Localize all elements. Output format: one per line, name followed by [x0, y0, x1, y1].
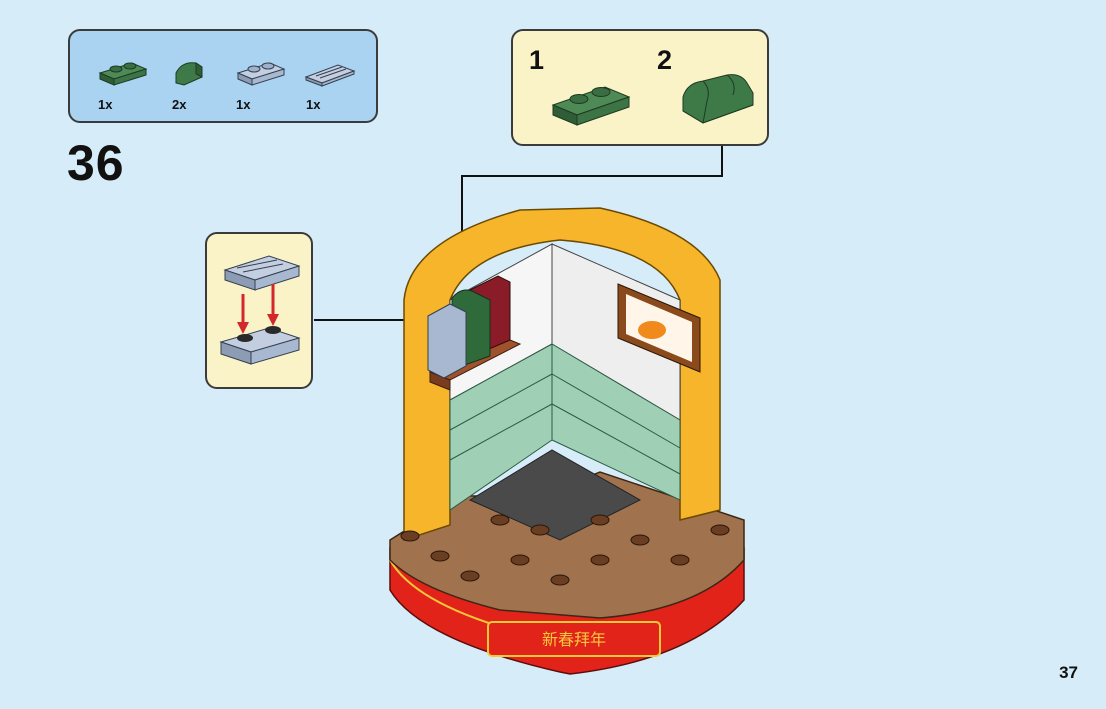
- callout-panel: [205, 232, 313, 389]
- subassembly-panel: 1 2: [511, 29, 769, 146]
- page-number: 37: [1059, 663, 1078, 682]
- part-qty: 2x: [172, 97, 187, 112]
- part-dark-green-slope: 2x: [168, 55, 228, 115]
- gray-tile-icon: [427, 303, 467, 379]
- part-gray-plate: 1x: [232, 55, 292, 115]
- dark-green-slope-assembly-icon: [682, 74, 754, 124]
- part-qty: 1x: [98, 97, 113, 112]
- part-qty: 1x: [236, 97, 251, 112]
- dark-green-plate-icon: [551, 86, 631, 126]
- parts-list-panel: 1x 2x 1x 1x: [68, 29, 378, 123]
- substep-label-2: 2: [657, 45, 673, 75]
- part-gray-tile: 1x: [302, 55, 362, 115]
- banner-text: 新春拜年: [542, 630, 606, 649]
- banner-plate: [487, 621, 661, 657]
- callout-assembly-icon: [219, 255, 301, 365]
- part-qty: 1x: [306, 97, 321, 112]
- substep-label-1: 1: [529, 45, 545, 75]
- grille-tile-icon: [304, 64, 356, 87]
- dark-green-curved-slope-icon: [175, 62, 203, 86]
- dark-green-plate-icon: [98, 62, 148, 86]
- part-dark-green-plate: 1x: [94, 55, 154, 115]
- step-number: 36: [67, 135, 125, 191]
- light-gray-plate-icon: [236, 62, 286, 86]
